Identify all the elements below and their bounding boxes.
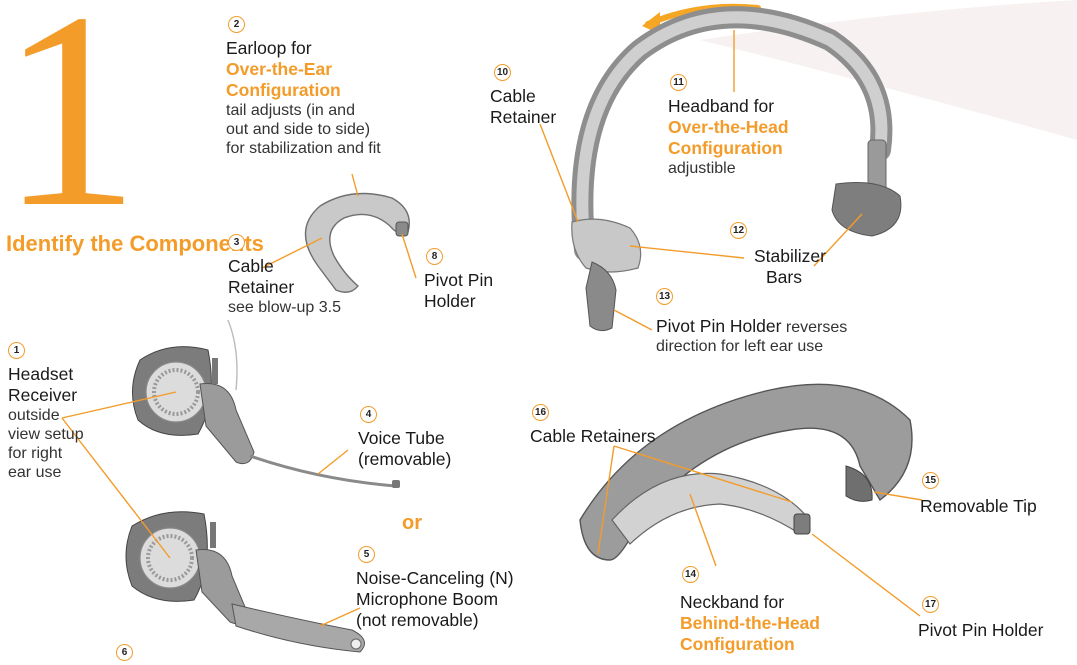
earloop-highlight-1: Over-the-Ear [226,59,381,80]
step-title: Identify the Components [6,232,264,255]
earloop-highlight-2: Configuration [226,80,381,101]
label-cable-retainers-neckband: Cable Retainers [530,426,655,447]
receiver-line-1: Headset [8,364,84,385]
pivot-pin-line-2: Holder [424,291,493,312]
voice-tube-line-1: Voice Tube [358,428,451,449]
pivot-pin-line-1: Pivot Pin [424,270,493,291]
leader-4 [318,450,348,474]
label-pivot-pin-holder-neckband: Pivot Pin Holder [918,620,1043,641]
badge-1: 1 [8,342,25,359]
earloop-line-1: Earloop for [226,38,381,59]
voice-tube-line-2: (removable) [358,449,451,470]
label-headset-receiver: Headset Receiver outside view setup for … [8,364,84,482]
badge-17: 17 [922,596,939,613]
or-separator: or [402,512,422,535]
receiver-sub-2: view setup [8,425,84,444]
neckband-retainers-line-1: Cable Retainers [530,426,655,447]
headband-line-1: Headband for [668,96,789,117]
badge-12: 12 [730,222,747,239]
headband-sub: adjustible [668,159,789,178]
leader-8 [402,234,416,278]
label-removable-tip: Removable Tip [920,496,1037,517]
stabilizer-line-1: Stabilizer [754,246,826,267]
label-cable-retainer-headband: Cable Retainer [490,86,556,128]
headband-retainer-line-2: Retainer [490,107,556,128]
leader-12 [630,214,862,266]
label-pivot-pin-holder-headband: Pivot Pin Holder reverses direction for … [656,316,847,356]
pivot-headband-desc-1: reverses [781,319,847,336]
badge-11: 11 [670,74,687,91]
mic-boom-line-2: Microphone Boom [356,589,514,610]
label-cable-retainer-earloop: Cable Retainer see blow-up 3.5 [228,256,341,317]
stabilizer-line-2: Bars [754,267,826,288]
label-earloop: Earloop for Over-the-Ear Configuration t… [226,38,381,158]
leader-5 [320,608,360,626]
label-neckband: Neckband for Behind-the-Head Configurati… [680,592,820,655]
earloop-sub-1: tail adjusts (in and [226,101,381,120]
label-stabilizer-bars: Stabilizer Bars [754,246,826,288]
step-title-line-1: Identify the [6,231,123,256]
label-voice-tube: Voice Tube (removable) [358,428,451,470]
receiver-line-2: Receiver [8,385,84,406]
mic-boom-line-1: Noise-Canceling (N) [356,568,514,589]
earloop-sub-2: out and side to side) [226,120,381,139]
badge-14: 14 [682,566,699,583]
neckband-highlight-1: Behind-the-Head [680,613,820,634]
receiver-sub-4: ear use [8,463,84,482]
headband-highlight-1: Over-the-Head [668,117,789,138]
badge-6: 6 [116,644,133,661]
cable-retainer-line-1: Cable [228,256,341,277]
receiver-sub-3: for right [8,444,84,463]
badge-2: 2 [228,16,245,33]
badge-16: 16 [532,404,549,421]
neckband-highlight-2: Configuration [680,634,820,655]
badge-15: 15 [922,472,939,489]
badge-3: 3 [228,234,245,251]
earloop-sub-3: for stabilization and fit [226,139,381,158]
headband-highlight-2: Configuration [668,138,789,159]
badge-8: 8 [426,248,443,265]
badge-5: 5 [358,546,375,563]
removable-tip-line-1: Removable Tip [920,496,1037,517]
receiver-sub-1: outside [8,406,84,425]
receiver-bottom-illustration [126,512,365,652]
label-headband: Headband for Over-the-Head Configuration… [668,96,789,178]
pivot-neckband-line-1: Pivot Pin Holder [918,620,1043,641]
cable-retainer-sub: see blow-up 3.5 [228,298,341,317]
pivot-headband-line-1: Pivot Pin Holder reverses [656,316,847,337]
leader-13 [614,310,652,330]
label-mic-boom: Noise-Canceling (N) Microphone Boom (not… [356,568,514,631]
step-number: 1 [0,0,140,250]
mic-boom-line-3: (not removable) [356,610,514,631]
badge-13: 13 [656,288,673,305]
leader-2 [352,174,358,196]
label-pivot-pin-holder-earloop: Pivot Pin Holder [424,270,493,312]
pivot-headband-desc-2: direction for left ear use [656,337,847,356]
badge-10: 10 [494,64,511,81]
neckband-illustration [580,384,912,560]
leader-10 [540,124,578,222]
neckband-line-1: Neckband for [680,592,820,613]
pivot-headband-name: Pivot Pin Holder [656,316,781,336]
leader-17 [812,534,920,616]
headband-retainer-line-1: Cable [490,86,556,107]
cable-retainer-line-2: Retainer [228,277,341,298]
badge-4: 4 [360,406,377,423]
